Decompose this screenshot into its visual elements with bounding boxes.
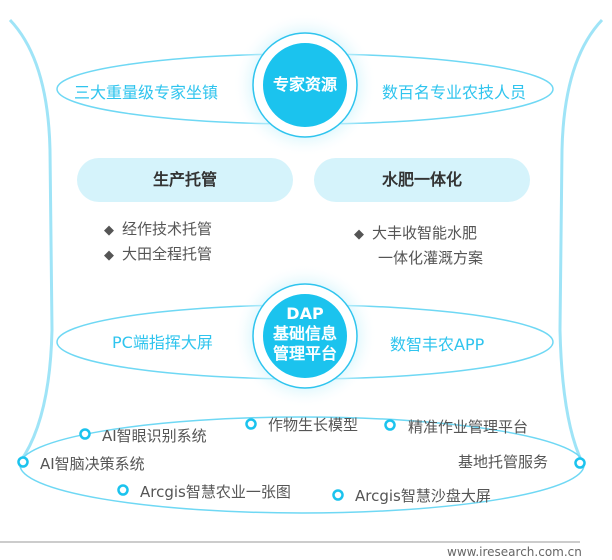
right-side-curve	[558, 18, 604, 463]
mid-hub-label: DAP 基础信息 管理平台	[272, 304, 337, 363]
footer-url: www.iresearch.com.cn	[447, 545, 582, 559]
left-side-curve	[8, 18, 54, 463]
ring-item: 基地托管服务	[458, 453, 549, 471]
diamond-icon: ◆	[354, 227, 364, 242]
pill-water-fertilizer: 水肥一体化	[314, 158, 530, 202]
bullet-item: ◆经作技术托管	[104, 220, 213, 238]
ring-dot	[332, 489, 344, 501]
ring-dot	[117, 484, 129, 496]
ring-item: 精准作业管理平台	[408, 418, 529, 436]
ring-item: Arcgis智慧沙盘大屏	[355, 487, 491, 505]
top-right-label: 数百名专业农技人员	[382, 83, 527, 102]
top-hub-circle	[261, 41, 349, 129]
ring-dot	[79, 428, 91, 440]
mid-right-label: 数智丰农APP	[390, 335, 485, 354]
ring-dot	[17, 456, 29, 468]
bullet-item: ◆大田全程托管	[104, 245, 213, 263]
ring-item: AI智脑决策系统	[40, 455, 145, 473]
ring-item: AI智眼识别系统	[102, 427, 207, 445]
ring-dot	[384, 419, 396, 431]
mid-hub-circle	[261, 292, 349, 380]
ring-item: 作物生长模型	[268, 416, 359, 434]
top-left-label: 三大重量级专家坐镇	[74, 83, 219, 102]
bullet-item: ◆大丰收智能水肥	[354, 224, 478, 242]
diamond-icon: ◆	[104, 248, 114, 263]
bullet-item-continued: 一体化灌溉方案	[378, 249, 484, 267]
ring-item: Arcgis智慧农业一张图	[140, 483, 291, 501]
ring-dot	[245, 418, 257, 430]
top-hub-label: 专家资源	[272, 75, 337, 94]
mid-left-label: PC端指挥大屏	[112, 333, 213, 352]
pill-production-hosting: 生产托管	[77, 158, 293, 202]
ring-dot	[574, 457, 586, 469]
diamond-icon: ◆	[104, 223, 114, 238]
